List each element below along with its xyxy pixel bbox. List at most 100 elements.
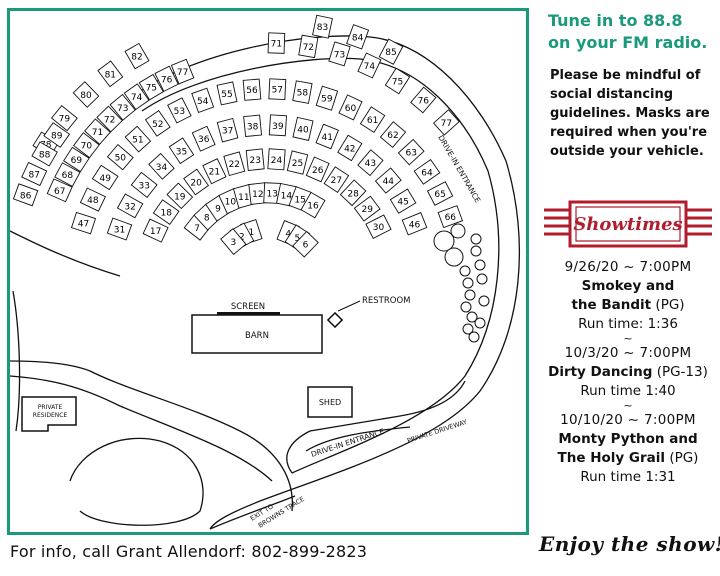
parking-spot-number: 85 [385,48,396,58]
parking-spot-number: 53 [174,107,185,117]
parking-spot-number: 51 [132,136,143,146]
parking-spot: 58 [292,80,313,104]
parking-spot-number: 67 [54,187,65,197]
parking-spot-number: 17 [150,227,161,237]
parking-spot-number: 4 [285,229,291,239]
shed-label: SHED [319,398,341,407]
parking-spot: 35 [168,137,195,165]
residence-label-line2: RESIDENCE [33,412,68,419]
parking-spot: 76 [410,86,437,114]
radio-tune-notice: Tune in to 88.8 on your FM radio. [548,10,720,54]
parking-spot-number: 3 [230,238,236,248]
parking-spot: 67 [46,178,73,203]
parking-spot-number: 14 [281,191,293,201]
showtimes-list: 9/26/20 ~ 7:00PM Smokey and the Bandit (… [536,258,720,487]
parking-spot-number: 37 [222,127,233,137]
parking-spot-number: 48 [87,196,99,206]
parking-spot: 32 [116,193,144,219]
parking-spot: 23 [245,148,265,171]
parking-spot-number: 70 [81,142,93,152]
parking-spot-number: 41 [321,133,332,143]
parking-spot: 71 [84,118,111,145]
parking-spot-number: 46 [409,220,421,230]
parking-spot-number: 18 [160,209,172,219]
parking-spot: 79 [50,104,78,132]
parking-spot: 28 [339,179,367,207]
parking-spot: 52 [144,109,171,137]
tune-line-2: on your FM radio. [548,33,708,52]
parking-spot-number: 77 [441,119,452,129]
parking-spot-number: 19 [174,192,186,202]
parking-spot-number: 84 [352,33,364,43]
parking-spot-number: 71 [271,40,282,50]
parking-spot: 37 [216,117,239,143]
parking-spot: 21 [202,158,227,185]
parking-spot-number: 82 [131,53,142,63]
parking-spot-number: 43 [365,159,376,169]
parking-spot-number: 76 [418,97,430,107]
left-road [10,360,294,512]
parking-spot-number: 12 [252,190,263,200]
screen-label: SCREEN [231,302,265,312]
parking-spot: 34 [148,152,175,180]
parking-spot: 59 [315,85,339,111]
show-item-1: 9/26/20 ~ 7:00PM Smokey and the Bandit (… [536,258,720,334]
parking-spot-number: 89 [51,132,63,142]
parking-spot-number: 44 [383,177,395,187]
parking-spot: 62 [379,121,407,149]
parking-spot-number: 32 [124,202,135,212]
parking-spot: 70 [72,132,100,159]
parking-spot: 68 [54,162,81,188]
parking-spot: 22 [223,151,246,177]
restroom-pointer [337,300,361,312]
showtimes-label: Showtimes [573,214,682,235]
parking-spot-number: 63 [405,149,416,159]
parking-spot: 63 [397,138,425,166]
parking-spot-number: 75 [392,78,403,88]
tune-line-1: Tune in to 88.8 [548,11,683,30]
parking-spot-number: 80 [80,91,92,101]
residence-building [21,396,77,432]
parking-spot: 31 [106,217,133,241]
parking-spot-number: 8 [204,214,210,224]
parking-spot-number: 73 [334,50,345,60]
parking-spot-number: 38 [247,122,259,132]
exit-road [209,495,296,530]
show-rating: (PG-13) [656,364,708,380]
parking-spot-number: 59 [321,95,333,105]
parking-spot: 49 [91,164,119,191]
parking-spot: 76 [154,65,179,92]
parking-spot-number: 16 [307,202,319,212]
parking-spot: 64 [413,158,441,185]
buildings [21,300,361,432]
parking-spot-number: 57 [272,86,283,96]
parking-spot-number: 88 [39,151,51,161]
parking-spot-number: 34 [156,163,168,173]
parking-spot-number: 30 [373,223,385,233]
parking-spot-number: 39 [272,122,284,132]
parking-spot-number: 10 [225,198,237,208]
parking-spot: 30 [365,214,392,239]
parking-spot: 77 [432,109,460,136]
parking-spot-number: 36 [198,135,210,145]
entrance-lane-inner [305,426,411,452]
parking-spot-number: 71 [92,128,103,138]
parking-spot: 40 [292,116,314,141]
tree-cluster [433,223,490,343]
parking-spot: 20 [183,168,210,196]
parking-spot: 66 [437,205,464,229]
upper-arc-road [10,230,121,277]
parking-spot: 41 [315,123,339,150]
parking-spot-number: 11 [238,193,249,203]
entrance-lane-outer [286,380,466,474]
parking-spot-number: 15 [294,195,305,205]
parking-spot: 75 [138,73,164,101]
parking-spot: 24 [267,148,286,171]
parking-spot: 17 [142,218,169,243]
show-rating: (PG) [669,450,699,466]
parking-spot: 18 [152,199,180,226]
parking-spot: 48 [79,187,106,212]
show-title-line-1: Monty Python and [558,431,698,447]
parking-spot-number: 47 [78,220,89,230]
